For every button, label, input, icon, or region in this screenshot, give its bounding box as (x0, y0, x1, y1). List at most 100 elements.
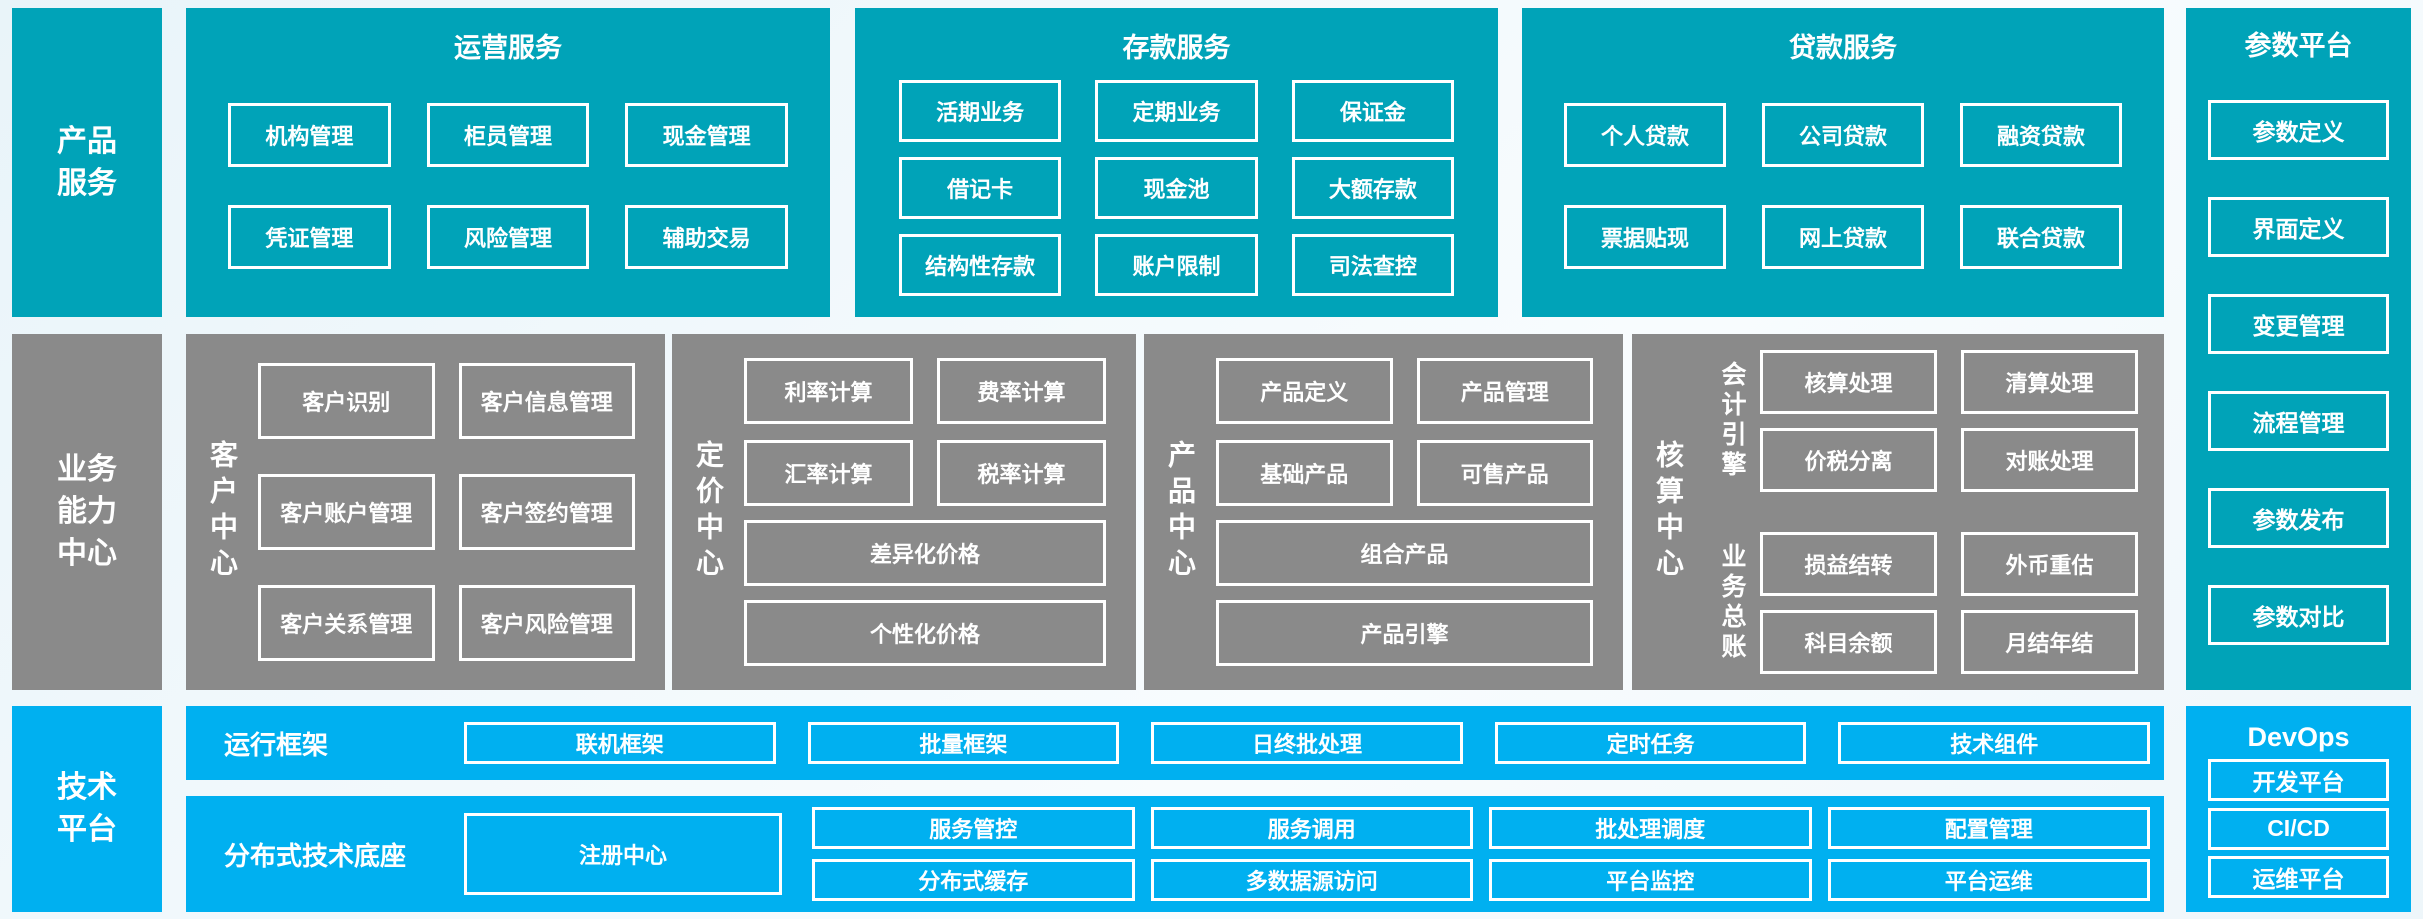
deposit-box-grid: 活期业务定期业务保证金借记卡现金池大额存款结构性存款账户限制司法查控 (855, 65, 1498, 317)
section-pricing-center: 定价中心 利率计算费率计算汇率计算税率计算 差异化价格 个性化价格 (672, 334, 1136, 690)
module-box: 机构管理 (228, 103, 391, 167)
module-box: 现金管理 (625, 103, 788, 167)
module-box: 开发平台 (2208, 759, 2389, 802)
accounting-engine-group: 会计引擎 核算处理清算处理价税分离对账处理 (1704, 350, 2138, 492)
module-box: 客户识别 (258, 363, 435, 439)
parameter-box-stack: 参数定义界面定义变更管理流程管理参数发布参数对比 (2186, 63, 2411, 690)
section-title: 贷款服务 (1789, 33, 1897, 63)
section-customer-center: 客户中心 客户识别客户信息管理客户账户管理客户签约管理客户关系管理客户风险管理 (186, 334, 665, 690)
section-operations-services: 运营服务 机构管理柜员管理现金管理凭证管理风险管理辅助交易 (186, 8, 830, 317)
module-box: 服务管控 (812, 807, 1135, 849)
module-box: 个人贷款 (1564, 103, 1726, 167)
module-box: 柜员管理 (426, 103, 590, 167)
section-title: 运营服务 (454, 33, 562, 63)
module-box: 配置管理 (1827, 807, 2150, 849)
module-box: 核算处理 (1760, 350, 1937, 414)
rail-business-capability-center: 业务 能力 中心 (12, 334, 162, 690)
pricing-box-grid: 利率计算费率计算汇率计算税率计算 (744, 358, 1106, 506)
module-box: 产品定义 (1216, 358, 1393, 424)
section-title: DevOps (2247, 722, 2350, 752)
module-box: 网上贷款 (1762, 205, 1924, 269)
registry-center-box: 注册中心 (464, 813, 782, 895)
section-product-center: 产品中心 产品定义产品管理基础产品可售产品 组合产品 产品引擎 (1144, 334, 1623, 690)
module-box: 流程管理 (2208, 391, 2389, 451)
module-box: 结构性存款 (899, 234, 1062, 296)
devops-box-stack: 开发平台 CI/CD 运维平台 (2186, 753, 2411, 912)
module-box: 运维平台 (2208, 855, 2389, 898)
distributed-box-grid: 服务管控服务调用批处理调度配置管理分布式缓存多数据源访问平台监控平台运维 (812, 807, 2150, 901)
module-box: 凭证管理 (228, 205, 391, 269)
module-box: 活期业务 (899, 80, 1062, 142)
band-label: 运行框架 (224, 729, 329, 760)
vertical-label-customer-center: 客户中心 (207, 440, 238, 584)
rail-product-services: 产品 服务 (12, 8, 162, 317)
module-box: 联机框架 (464, 722, 776, 764)
module-box: 清算处理 (1961, 350, 2138, 414)
module-box: 联合贷款 (1960, 205, 2122, 269)
module-box: 借记卡 (899, 157, 1062, 219)
accounting-content: 会计引擎 核算处理清算处理价税分离对账处理 业务总账 损益结转外币重估科目余额月… (1704, 334, 2164, 690)
business-ledger-group: 业务总账 损益结转外币重估科目余额月结年结 (1704, 532, 2138, 674)
module-box: 批处理调度 (1489, 807, 1812, 849)
module-box: 利率计算 (744, 358, 913, 424)
module-box: 多数据源访问 (1150, 859, 1473, 901)
module-box: 参数对比 (2208, 585, 2389, 645)
vertical-label-business-ledger: 业务总账 (1718, 543, 1746, 663)
customer-box-grid: 客户识别客户信息管理客户账户管理客户签约管理客户关系管理客户风险管理 (258, 334, 665, 690)
section-loan-services: 贷款服务 个人贷款公司贷款融资贷款票据贴现网上贷款联合贷款 (1522, 8, 2164, 317)
module-box: 账户限制 (1095, 234, 1258, 296)
pricing-content: 利率计算费率计算汇率计算税率计算 差异化价格 个性化价格 (744, 334, 1136, 690)
module-box: 基础产品 (1216, 440, 1393, 506)
module-box: 融资贷款 (1960, 103, 2122, 167)
column-devops: DevOps 开发平台 CI/CD 运维平台 (2186, 706, 2411, 912)
module-box: 平台监控 (1489, 859, 1812, 901)
module-box-wide: 差异化价格 (744, 520, 1106, 586)
module-box: 分布式缓存 (812, 859, 1135, 901)
section-deposit-services: 存款服务 活期业务定期业务保证金借记卡现金池大额存款结构性存款账户限制司法查控 (855, 8, 1498, 317)
module-box: CI/CD (2208, 807, 2389, 850)
module-box: 风险管理 (426, 205, 590, 269)
column-parameter-platform: 参数平台 参数定义界面定义变更管理流程管理参数发布参数对比 (2186, 8, 2411, 690)
module-box: 批量框架 (807, 722, 1120, 764)
module-box-wide: 产品引擎 (1216, 600, 1593, 666)
module-box: 价税分离 (1760, 428, 1937, 492)
module-box: 可售产品 (1416, 440, 1593, 506)
module-box: 参数定义 (2208, 100, 2389, 160)
module-box: 客户关系管理 (258, 585, 435, 661)
band-label: 分布式技术底座 (224, 840, 407, 871)
module-box-wide: 组合产品 (1216, 520, 1593, 586)
module-box: 大额存款 (1291, 157, 1454, 219)
band-runtime-framework: 运行框架 联机框架批量框架日终批处理定时任务技术组件 (186, 706, 2164, 780)
module-box: 外币重估 (1961, 532, 2138, 596)
loan-box-grid: 个人贷款公司贷款融资贷款票据贴现网上贷款联合贷款 (1522, 65, 2164, 317)
section-title: 参数平台 (2244, 31, 2353, 61)
module-box: 月结年结 (1961, 610, 2138, 674)
module-box: 客户签约管理 (458, 474, 635, 550)
runtime-box-row: 联机框架批量框架日终批处理定时任务技术组件 (464, 722, 2150, 764)
module-box: 服务调用 (1150, 807, 1473, 849)
accounting-engine-box-grid: 核算处理清算处理价税分离对账处理 (1760, 350, 2138, 492)
module-box: 科目余额 (1760, 610, 1937, 674)
module-box: 现金池 (1095, 157, 1258, 219)
module-box: 辅助交易 (625, 205, 788, 269)
module-box: 产品管理 (1416, 358, 1593, 424)
vertical-label-accounting-center: 核算中心 (1653, 440, 1684, 584)
vertical-label-product-center: 产品中心 (1165, 440, 1196, 584)
module-box: 定期业务 (1095, 80, 1258, 142)
module-box: 费率计算 (937, 358, 1106, 424)
module-box: 对账处理 (1961, 428, 2138, 492)
business-ledger-box-grid: 损益结转外币重估科目余额月结年结 (1760, 532, 2138, 674)
vertical-label-accounting-engine: 会计引擎 (1718, 361, 1746, 481)
module-box: 平台运维 (1827, 859, 2150, 901)
vertical-label-pricing-center: 定价中心 (693, 440, 724, 584)
module-box: 界面定义 (2208, 197, 2389, 257)
module-box: 公司贷款 (1762, 103, 1924, 167)
module-box: 客户风险管理 (458, 585, 635, 661)
module-box: 票据贴现 (1564, 205, 1726, 269)
module-box: 司法查控 (1291, 234, 1454, 296)
module-box: 参数发布 (2208, 488, 2389, 548)
rail-technology-platform: 技术 平台 (12, 706, 162, 912)
module-box: 客户账户管理 (258, 474, 435, 550)
product-box-grid: 产品定义产品管理基础产品可售产品 (1216, 358, 1593, 506)
